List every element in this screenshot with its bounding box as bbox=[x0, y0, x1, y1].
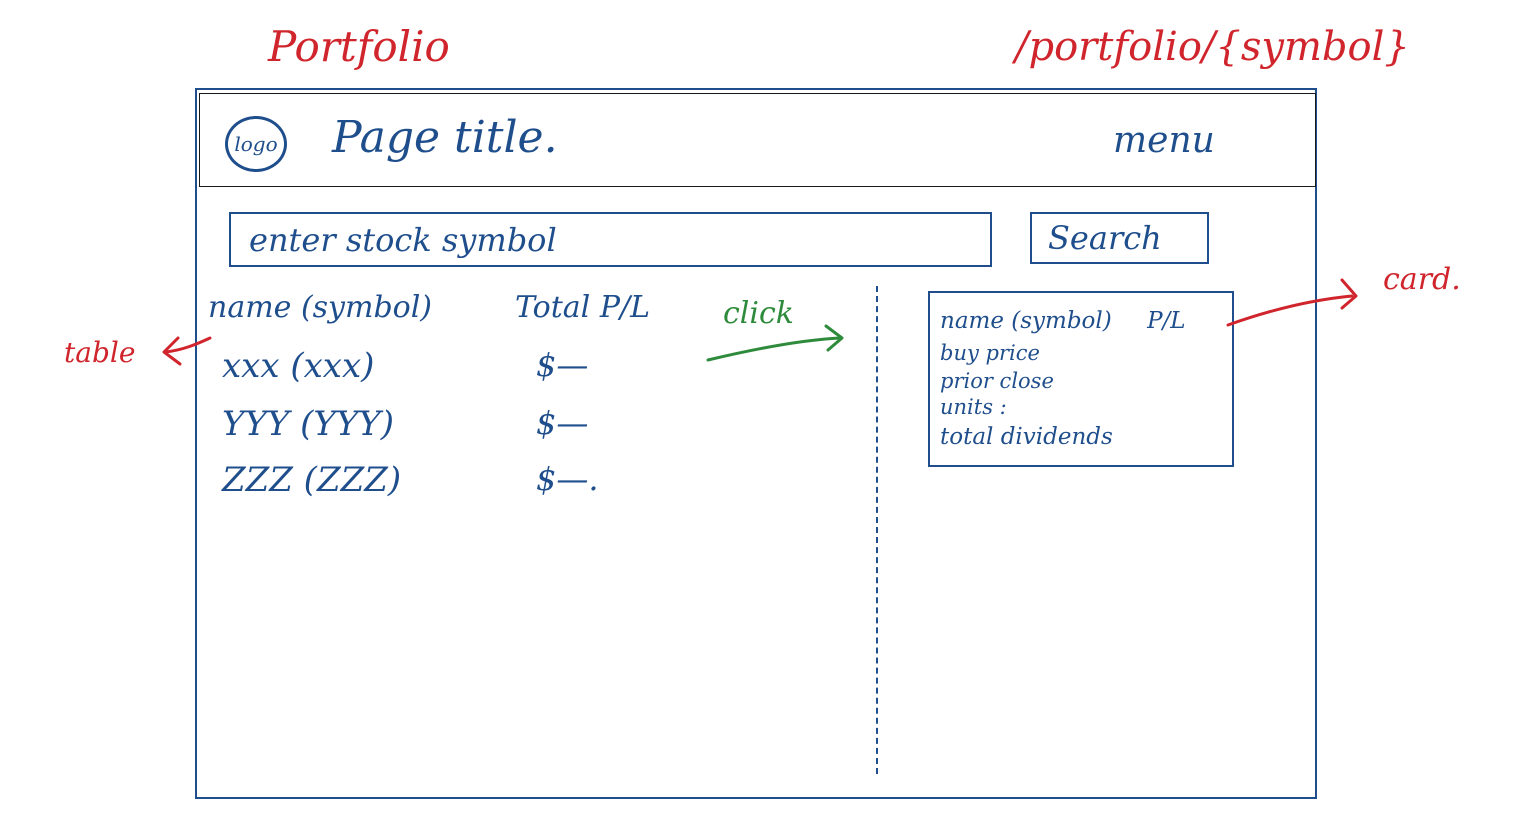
route-label: /portfolio/{symbol} bbox=[1015, 24, 1410, 70]
card-annotation: card. bbox=[1383, 262, 1461, 297]
wireframe-frame bbox=[195, 88, 1317, 799]
page-title: Page title. bbox=[332, 112, 558, 163]
card-units: units : bbox=[940, 395, 1007, 419]
column-header-pl: Total P/L bbox=[515, 290, 651, 325]
row-pl: $—. bbox=[536, 460, 599, 498]
row-name: ZZZ (ZZZ) bbox=[222, 460, 402, 500]
card-total-dividends: total dividends bbox=[940, 424, 1113, 450]
row-name: xxx (xxx) bbox=[222, 346, 375, 386]
logo-label: logo bbox=[234, 132, 278, 156]
table-annotation: table bbox=[64, 336, 136, 369]
stock-symbol-input[interactable] bbox=[229, 212, 992, 267]
card-pl: P/L bbox=[1147, 308, 1186, 334]
click-annotation: click bbox=[723, 296, 794, 331]
card-title: name (symbol) bbox=[940, 308, 1112, 334]
detail-card: name (symbol) P/L buy price prior close … bbox=[928, 291, 1234, 467]
row-name: YYY (YYY) bbox=[222, 404, 395, 444]
card-prior-close: prior close bbox=[940, 369, 1054, 393]
menu-button[interactable]: menu bbox=[1113, 120, 1215, 161]
row-pl: $— bbox=[536, 404, 589, 442]
row-pl: $— bbox=[536, 346, 589, 384]
header-bar bbox=[199, 93, 1316, 187]
card-buy-price: buy price bbox=[940, 341, 1040, 365]
page-label: Portfolio bbox=[268, 22, 450, 71]
logo[interactable]: logo bbox=[225, 116, 287, 172]
column-header-name: name (symbol) bbox=[208, 290, 433, 325]
panel-divider bbox=[876, 286, 878, 774]
search-button[interactable]: Search bbox=[1030, 212, 1209, 264]
